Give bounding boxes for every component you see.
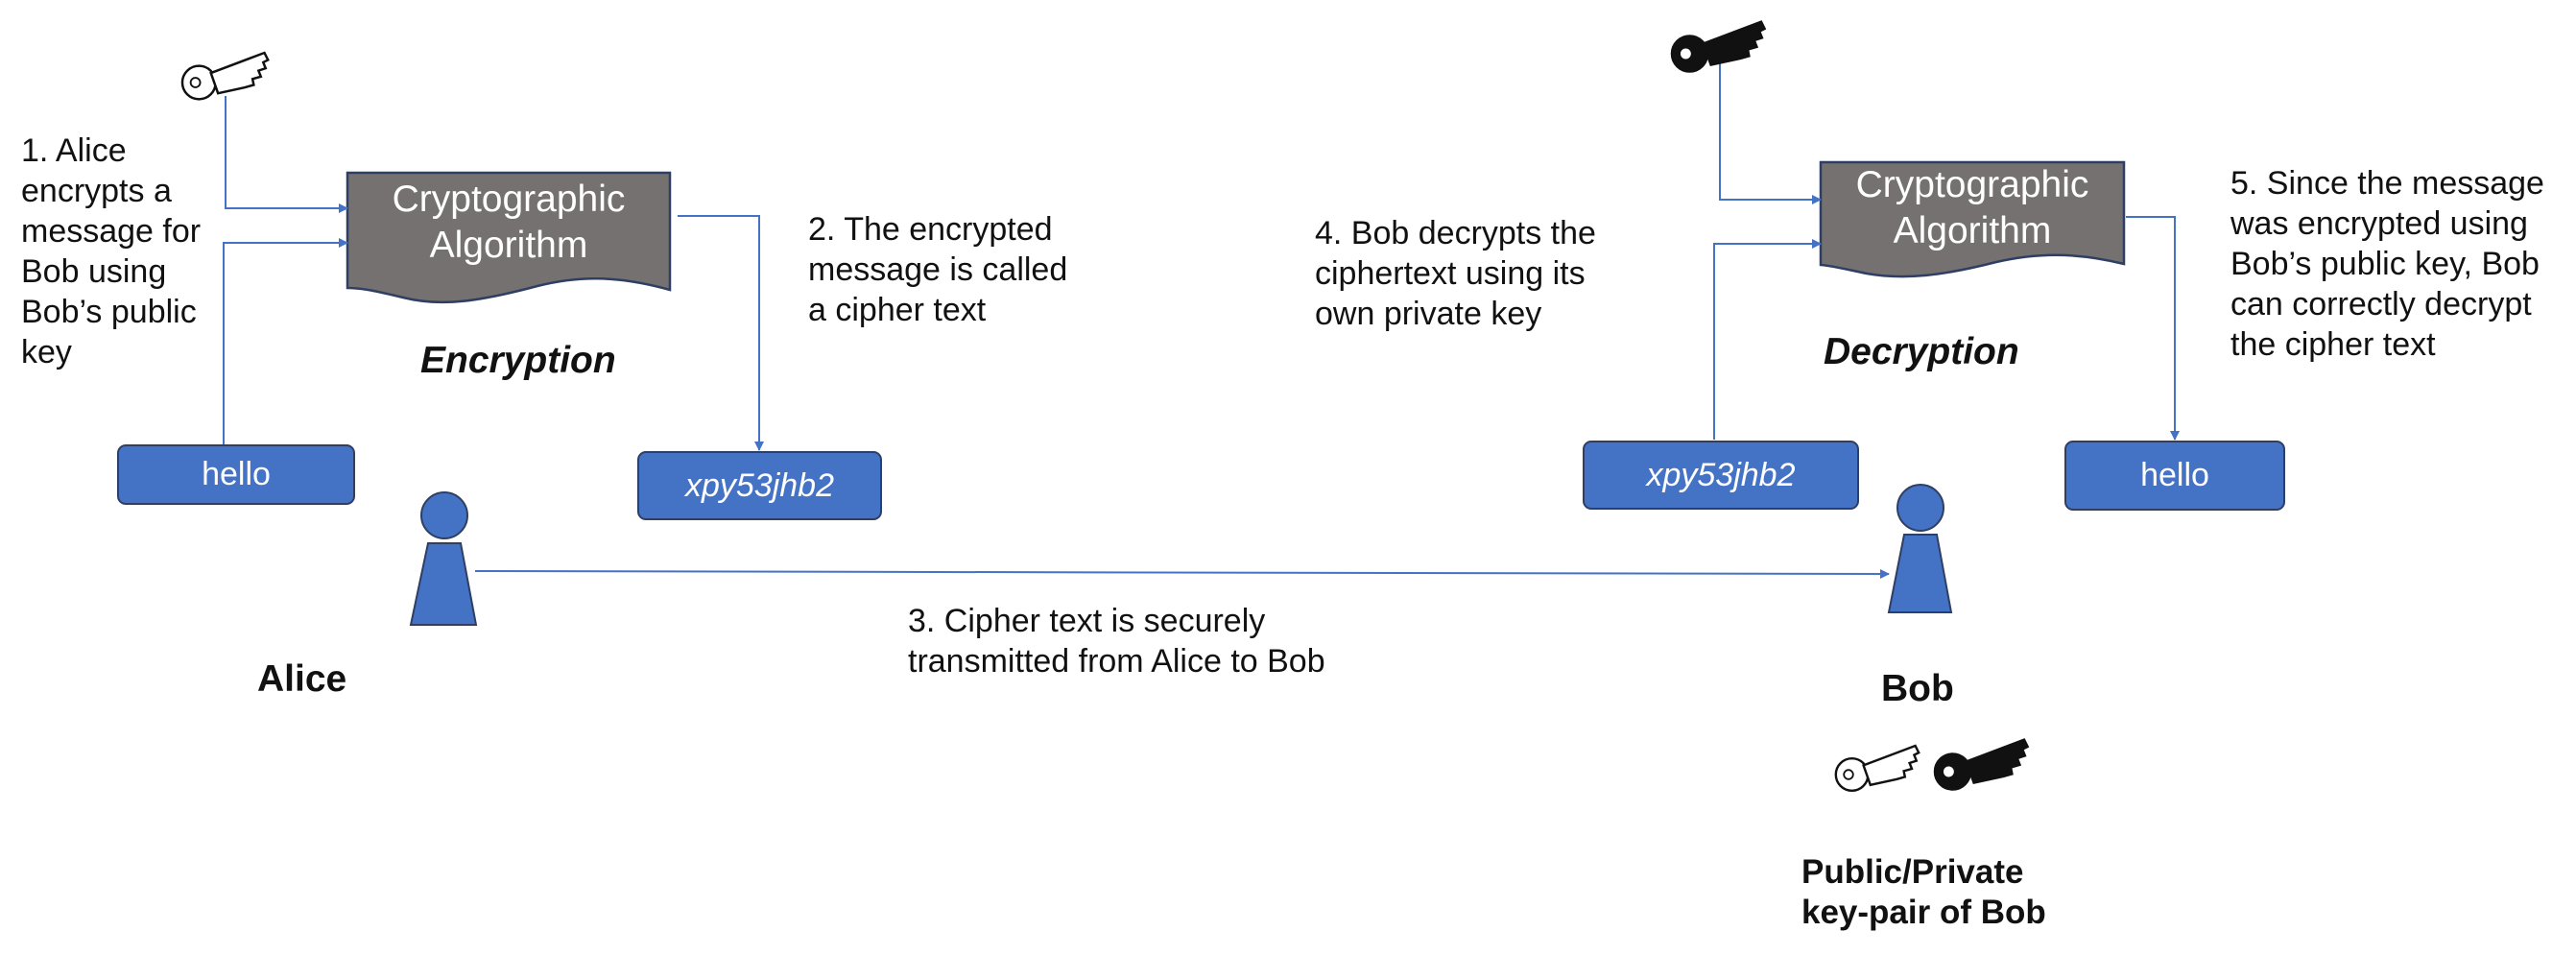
decryption-algorithm-shape [1819, 160, 2126, 278]
algorithm-to-ciphertext-arrow [678, 215, 764, 451]
plaintext-output-box: hello [2064, 441, 2285, 511]
ciphertext-to-algorithm-arrow [1713, 239, 1822, 440]
encryption-algorithm-shape [346, 171, 672, 304]
decryption-heading: Decryption [1824, 331, 2019, 372]
bob-private-key-icon [1933, 738, 2030, 791]
public-key-icon [180, 51, 270, 101]
step-1-text: 1. Alice encrypts a message for Bob usin… [21, 132, 202, 370]
decryption-algorithm-label: Cryptographic Algorithm [1855, 164, 2089, 251]
public-key-to-algorithm-arrow [225, 96, 348, 213]
step-3-text: 3. Cipher text is securely transmitted f… [908, 603, 1325, 680]
plaintext-input-box: hello [117, 444, 355, 505]
private-key-icon [1670, 20, 1767, 73]
alice-person-icon [409, 491, 478, 626]
bob-person-icon [1887, 484, 1953, 613]
algorithm-to-hello-arrow [2126, 216, 2180, 441]
bob-label: Bob [1881, 668, 1954, 709]
encryption-algorithm-label: Cryptographic Algorithm [392, 179, 626, 266]
transmission-arrow [474, 568, 1890, 579]
ciphertext-input-box: xpy53jhb2 [1583, 441, 1859, 510]
step-5-text: 5. Since the message was encrypted using… [2230, 165, 2544, 363]
keypair-caption: Public/Private key-pair of Bob [1801, 853, 2046, 931]
step-2-text: 2. The encrypted message is called a cip… [808, 211, 1068, 328]
private-key-to-algorithm-arrow [1719, 62, 1822, 204]
bob-public-key-icon [1834, 744, 1920, 792]
step-4-text: 4. Bob decrypts the ciphertext using its… [1315, 215, 1596, 332]
ciphertext-output-box: xpy53jhb2 [637, 451, 882, 520]
alice-label: Alice [257, 658, 347, 700]
hello-to-algorithm-arrow [223, 238, 348, 444]
encryption-heading: Encryption [420, 340, 616, 381]
